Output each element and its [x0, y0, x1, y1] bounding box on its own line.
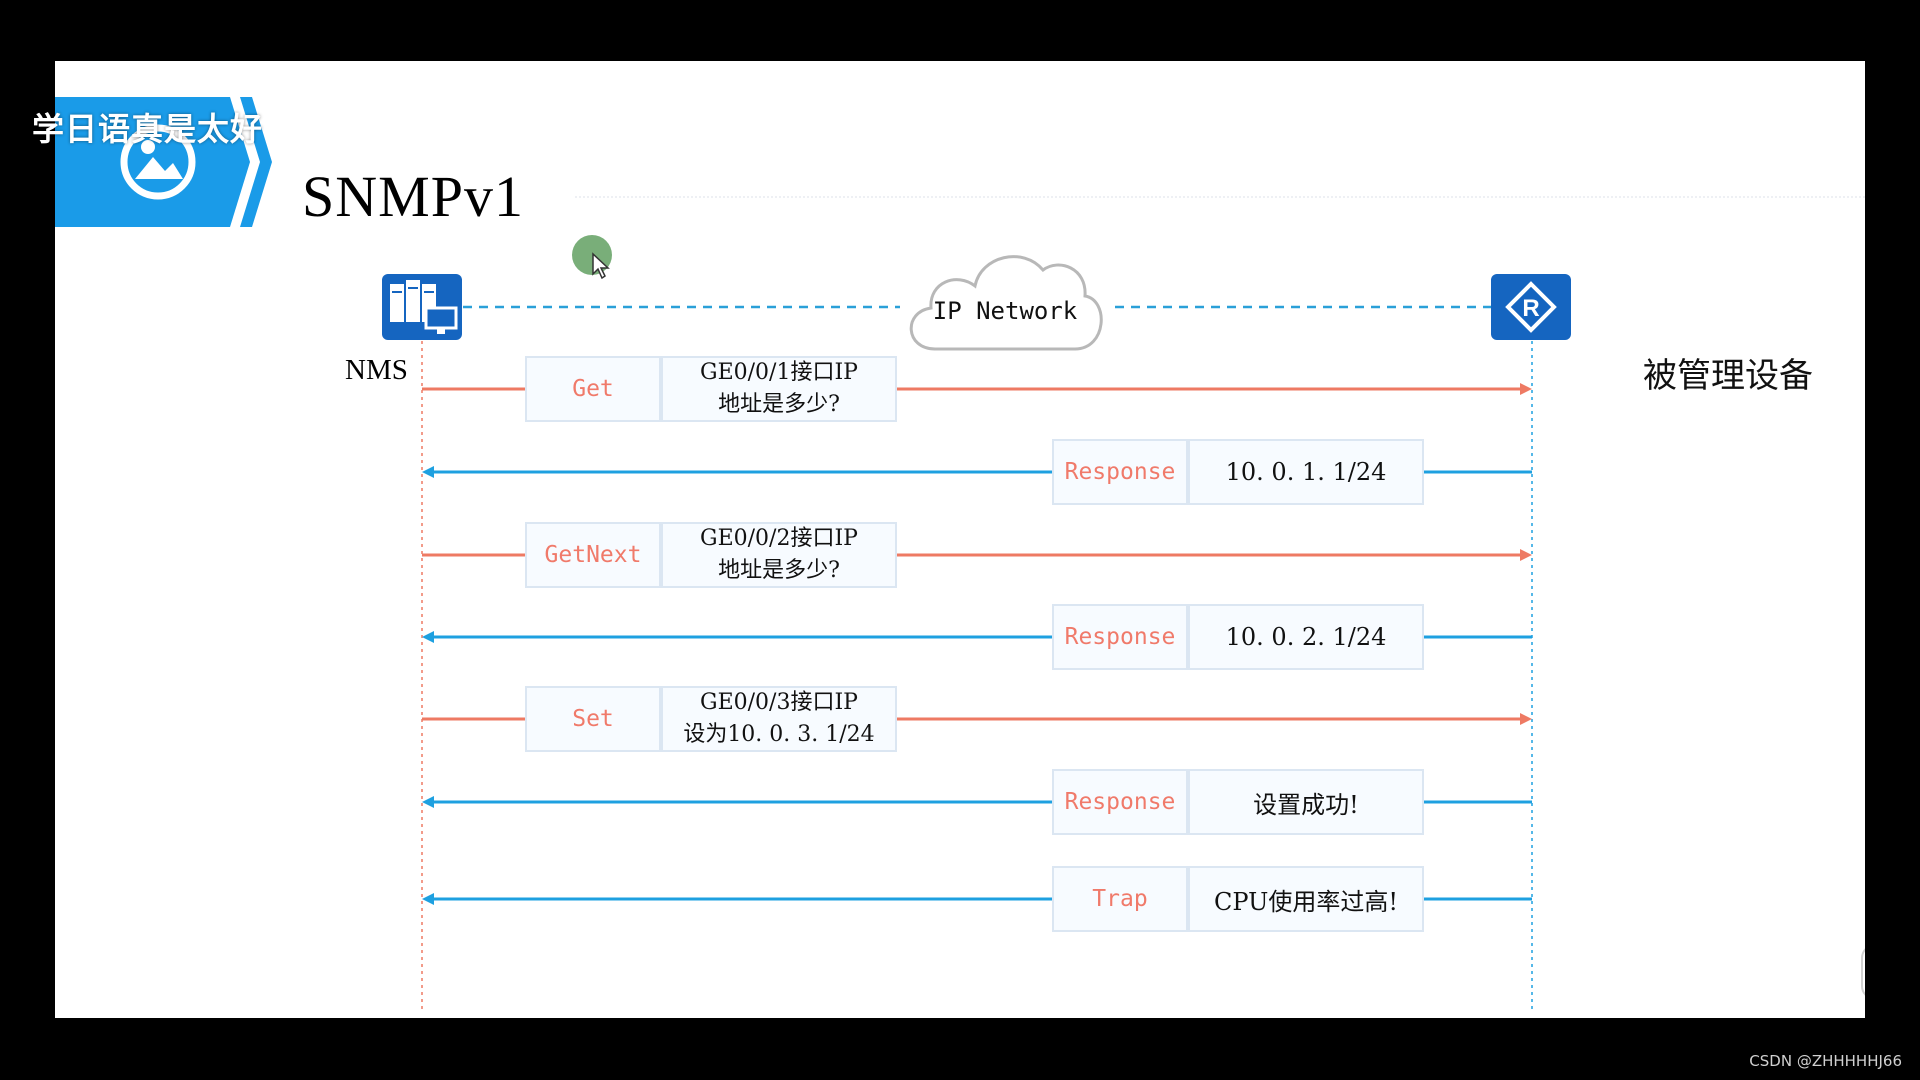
message-5-type: Response [1052, 769, 1188, 835]
mouse-cursor-icon [592, 252, 610, 280]
slide: SNMPv1 NMS IP Network R 被管理设备 Get GE0/0/1… [55, 61, 1865, 1018]
managed-device-label: 被管理设备 [1643, 356, 1813, 396]
message-4-content-text: GE0/0/3接口IP 设为10. 0. 3. 1/24 [683, 690, 875, 747]
message-1-type-text: Response [1064, 459, 1176, 485]
message-0-content-text: GE0/0/1接口IP 地址是多少? [700, 360, 858, 417]
response-arrow-3-head [422, 631, 434, 643]
message-2-type-text: GetNext [544, 542, 642, 568]
message-3-type-text: Response [1064, 624, 1176, 650]
message-2-content-text: GE0/0/2接口IP 地址是多少? [700, 526, 858, 583]
message-6-content-text: CPU使用率过高! [1214, 887, 1398, 916]
cloud-icon [909, 255, 1103, 351]
request-arrow-2-head [1520, 549, 1532, 561]
message-0-type: Get [525, 356, 661, 422]
message-3-content: 10. 0. 2. 1/24 [1188, 604, 1424, 670]
router-icon: R [1491, 274, 1571, 340]
message-0-content: GE0/0/1接口IP 地址是多少? [661, 356, 897, 422]
message-6-content: CPU使用率过高! [1188, 866, 1424, 932]
request-arrow-0-head [1520, 383, 1532, 395]
response-arrow-1-head [422, 466, 434, 478]
play-button[interactable] [1861, 944, 1865, 1000]
image-icon [55, 97, 272, 227]
sequence-diagram [421, 305, 1533, 1011]
request-arrow-4-head [1520, 713, 1532, 725]
message-4-type-text: Set [572, 706, 614, 732]
nms-label: NMS [345, 354, 408, 386]
message-0-type-text: Get [572, 376, 614, 402]
header-divider [575, 196, 1865, 198]
message-6-type-text: Trap [1092, 886, 1148, 912]
message-4-type: Set [525, 686, 661, 752]
message-2-content: GE0/0/2接口IP 地址是多少? [661, 522, 897, 588]
message-6-type: Trap [1052, 866, 1188, 932]
message-5-content: 设置成功! [1188, 769, 1424, 835]
message-5-type-text: Response [1064, 789, 1176, 815]
response-arrow-6-head [422, 893, 434, 905]
watermark: CSDN @ZHHHHHJ66 [1749, 1052, 1902, 1070]
server-monitor-icon [382, 274, 462, 340]
cloud-label: IP Network [932, 297, 1078, 325]
play-icon [1863, 946, 1865, 998]
svg-text:R: R [1522, 295, 1539, 322]
message-2-type: GetNext [525, 522, 661, 588]
message-1-type: Response [1052, 439, 1188, 505]
video-overlay-text: 学日语真是太好 [32, 110, 264, 148]
message-3-content-text: 10. 0. 2. 1/24 [1225, 623, 1387, 651]
slide-title: SNMPv1 [302, 164, 524, 229]
message-3-type: Response [1052, 604, 1188, 670]
response-arrow-5-head [422, 796, 434, 808]
message-1-content-text: 10. 0. 1. 1/24 [1225, 458, 1387, 486]
message-5-content-text: 设置成功! [1253, 790, 1359, 819]
message-1-content: 10. 0. 1. 1/24 [1188, 439, 1424, 505]
message-4-content: GE0/0/3接口IP 设为10. 0. 3. 1/24 [661, 686, 897, 752]
